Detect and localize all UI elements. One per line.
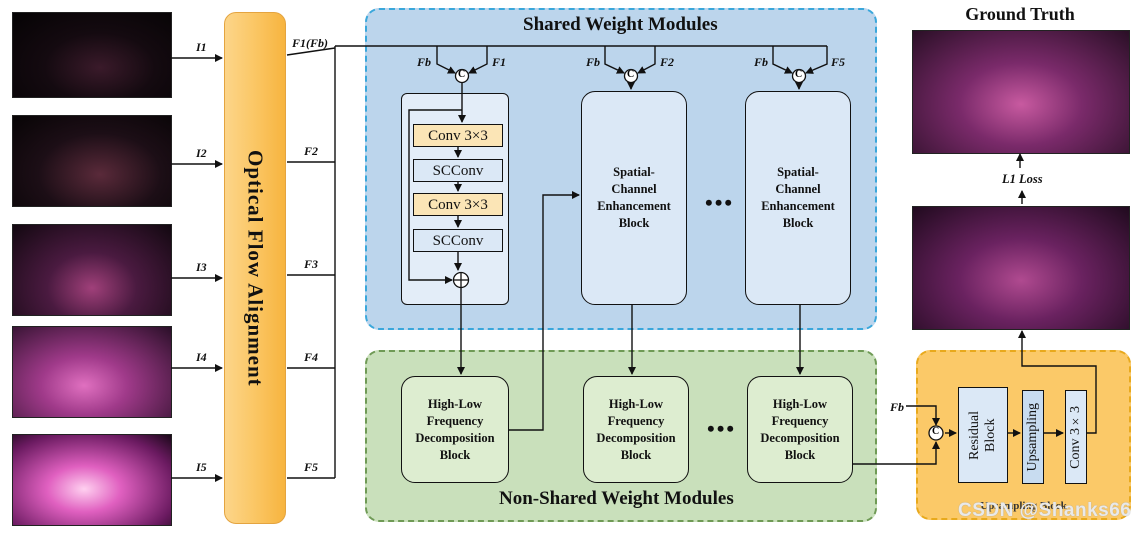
concat-symbol-4: C	[932, 426, 940, 437]
label-fb-1: Fb	[417, 55, 432, 69]
concat-symbol-2: C	[627, 69, 635, 80]
label-f5: F5	[304, 460, 319, 474]
output-image	[912, 206, 1130, 330]
l1-loss-label: L1 Loss	[1002, 172, 1043, 186]
input-frame-4	[12, 326, 172, 418]
label-i2: I2	[196, 146, 207, 160]
spatial-channel-enhancement-block-2: Spatial- Channel Enhancement Block	[745, 91, 851, 305]
label-c2: F2	[660, 55, 675, 69]
optical-flow-alignment-label: Optical Flow Alignment	[243, 149, 268, 387]
conv-op-final: Conv 3×3	[1065, 390, 1087, 484]
shared-weight-modules-title: Shared Weight Modules	[523, 14, 718, 35]
label-fb-2: Fb	[586, 55, 601, 69]
input-frame-2	[12, 115, 172, 207]
label-c3: F5	[831, 55, 846, 69]
high-low-frequency-block-3: High-Low Frequency Decomposition Block	[747, 376, 853, 483]
upsampling-block-caption: Upsampling Block	[980, 500, 1067, 512]
high-low-frequency-block-2: High-Low Frequency Decomposition Block	[583, 376, 689, 483]
ground-truth-title: Ground Truth	[965, 4, 1075, 24]
input-frame-1	[12, 12, 172, 98]
label-f2: F2	[304, 144, 319, 158]
conv-op-1: Conv 3×3	[413, 124, 503, 147]
scconv-op-2: SCConv	[413, 229, 503, 252]
label-i1: I1	[196, 40, 207, 54]
label-i4: I4	[196, 350, 207, 364]
residual-block: Residual Block	[958, 387, 1008, 483]
nonshared-weight-modules-title: Non-Shared Weight Modules	[499, 488, 734, 509]
label-i5: I5	[196, 460, 207, 474]
label-f4: F4	[304, 350, 319, 364]
ellipsis-shared: •••	[705, 190, 735, 215]
label-c1: F1	[492, 55, 507, 69]
concat-symbol-3: C	[795, 69, 803, 80]
upsampling-op: Upsampling	[1022, 390, 1044, 484]
input-frame-5	[12, 434, 172, 526]
optical-flow-alignment-module	[224, 12, 286, 524]
high-low-frequency-block-1: High-Low Frequency Decomposition Block	[401, 376, 509, 483]
conv-op-2: Conv 3×3	[413, 193, 503, 216]
label-f3: F3	[304, 257, 319, 271]
label-i3: I3	[196, 260, 207, 274]
input-frame-3	[12, 224, 172, 316]
ellipsis-nonshared: •••	[707, 416, 737, 441]
label-fb-upsample: Fb	[890, 400, 905, 414]
watermark: CSDN @Shanks66	[958, 500, 1132, 521]
label-f1: F1(Fb)	[292, 36, 328, 50]
label-fb-3: Fb	[754, 55, 769, 69]
spatial-channel-enhancement-block-1: Spatial- Channel Enhancement Block	[581, 91, 687, 305]
ground-truth-image	[912, 30, 1130, 154]
scconv-op-1: SCConv	[413, 159, 503, 182]
concat-symbol-1: C	[458, 69, 466, 80]
